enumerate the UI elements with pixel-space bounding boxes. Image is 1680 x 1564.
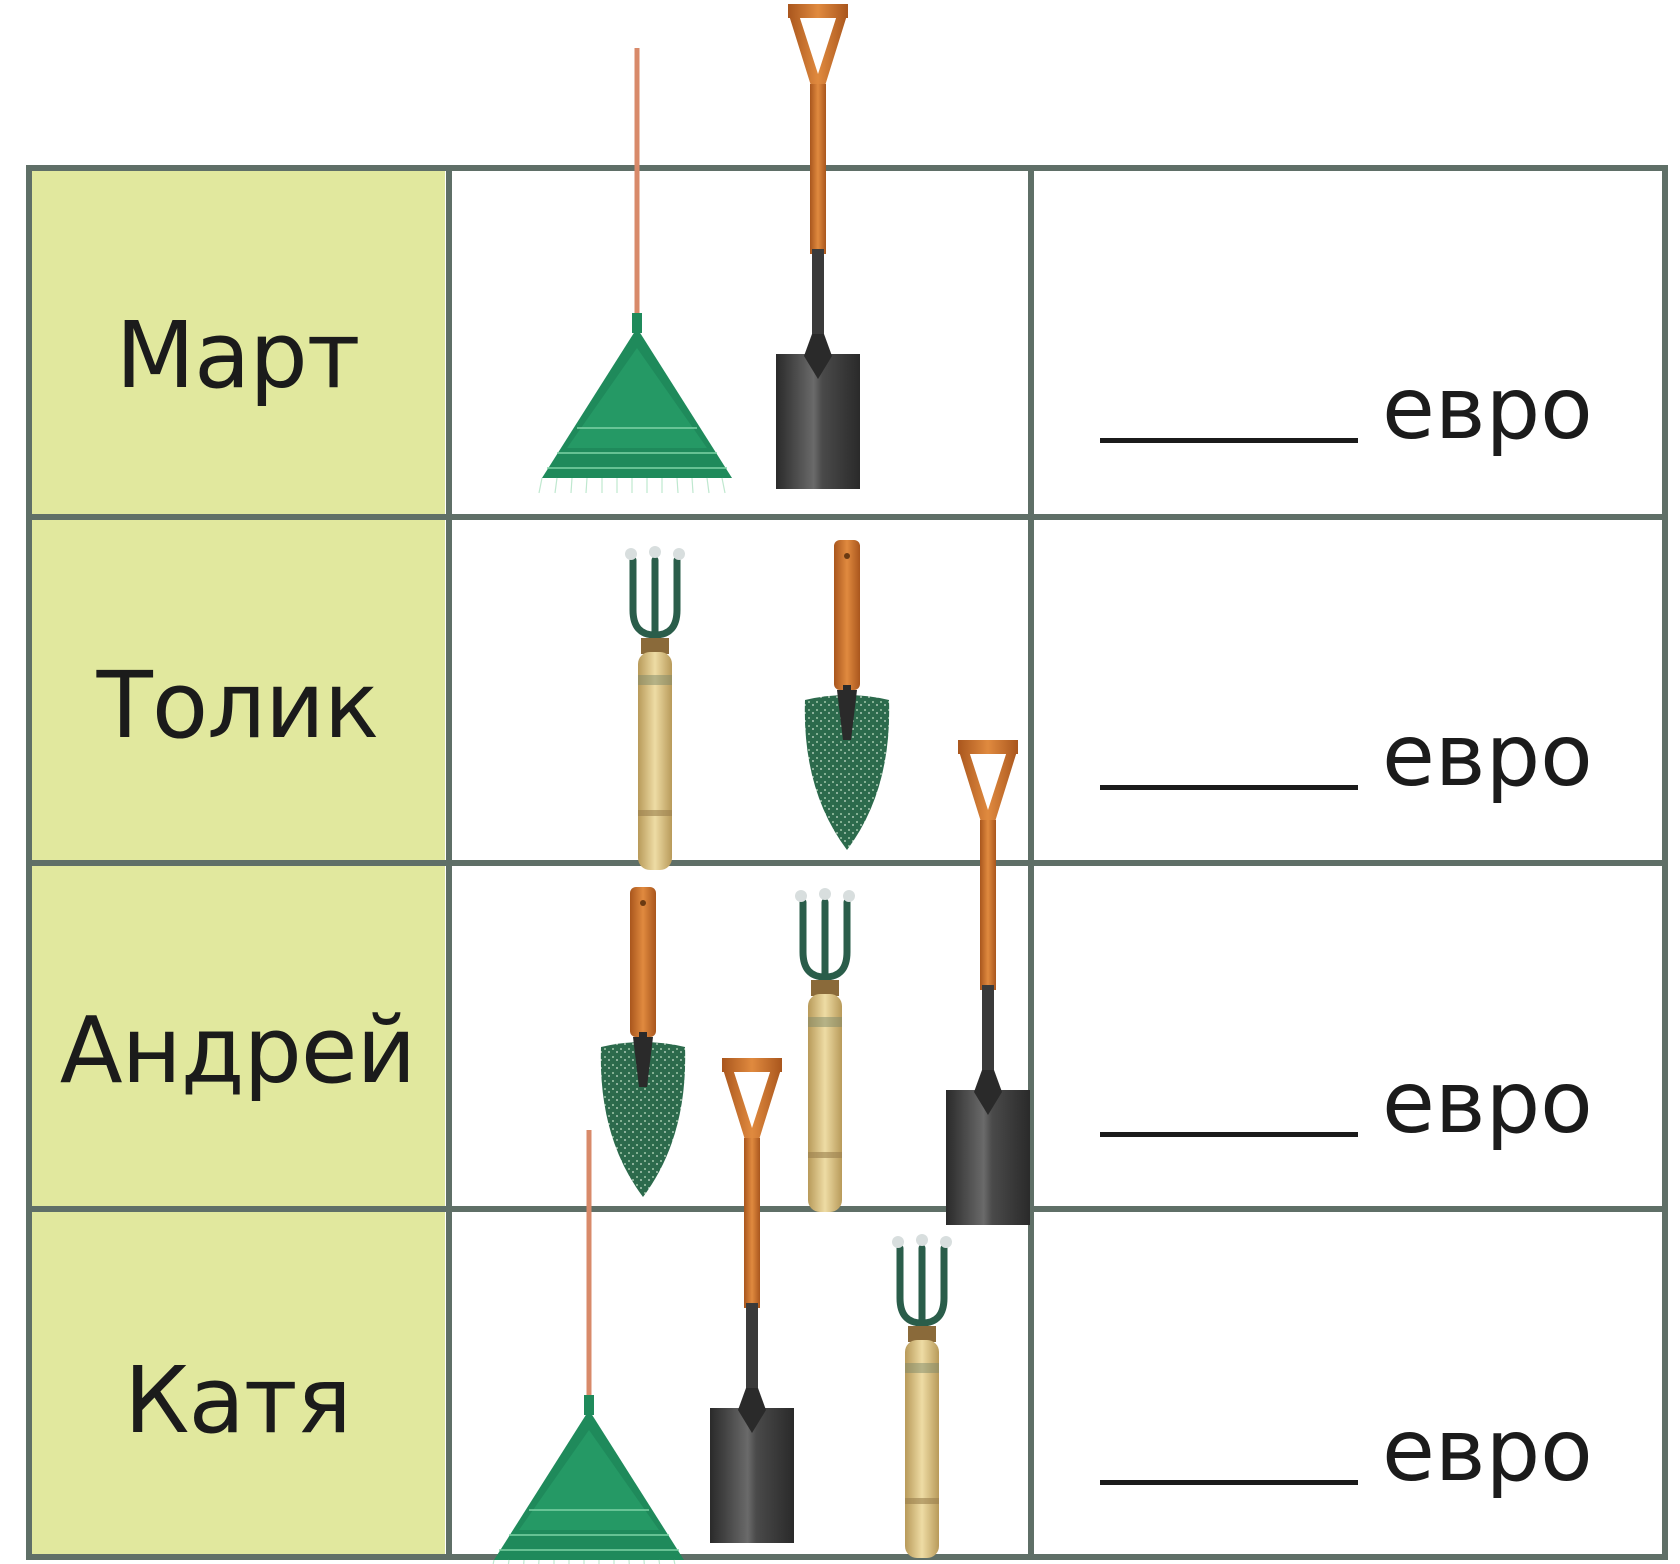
answer-field[interactable]: евро [1100, 713, 1600, 813]
cultivator-icon [625, 546, 685, 870]
table-column-divider [1028, 165, 1034, 1560]
spade-icon [946, 740, 1030, 1225]
answer-field[interactable]: евро [1100, 1408, 1600, 1508]
answer-field[interactable]: евро [1100, 366, 1600, 466]
currency-unit: евро [1382, 359, 1593, 459]
table-row-divider [26, 860, 1668, 866]
answer-blank-line[interactable] [1100, 785, 1358, 790]
name-cell-bg [30, 170, 445, 518]
table-border-left [26, 165, 32, 1560]
rake-icon [490, 1129, 685, 1564]
answer-blank-line[interactable] [1100, 1480, 1358, 1485]
cultivator-icon [795, 888, 855, 1212]
name-cell-bg [30, 1210, 445, 1558]
table-row-divider [26, 1206, 1668, 1212]
row-name: Андрей [59, 997, 417, 1104]
spade-icon [776, 4, 860, 489]
table-border-bottom [26, 1554, 1668, 1560]
spade-icon [710, 1058, 794, 1543]
currency-unit: евро [1382, 1401, 1593, 1501]
answer-blank-line[interactable] [1100, 1132, 1358, 1137]
name-cell-bg [30, 864, 445, 1210]
rake-icon [538, 47, 733, 494]
table-border-right [1662, 165, 1668, 1560]
trowel-icon [600, 887, 686, 1197]
answer-blank-line[interactable] [1100, 438, 1358, 443]
row-name: Толик [96, 652, 380, 759]
cultivator-icon [892, 1234, 952, 1558]
table-border-top [26, 165, 1668, 171]
currency-unit: евро [1382, 706, 1593, 806]
answer-field[interactable]: евро [1100, 1060, 1600, 1160]
table-row-divider [26, 514, 1668, 520]
currency-unit: евро [1382, 1053, 1593, 1153]
row-name: Катя [124, 1347, 352, 1454]
trowel-icon [804, 540, 890, 850]
table-column-divider [446, 165, 452, 1560]
name-cell-bg [30, 518, 445, 864]
row-name: Март [115, 302, 361, 409]
